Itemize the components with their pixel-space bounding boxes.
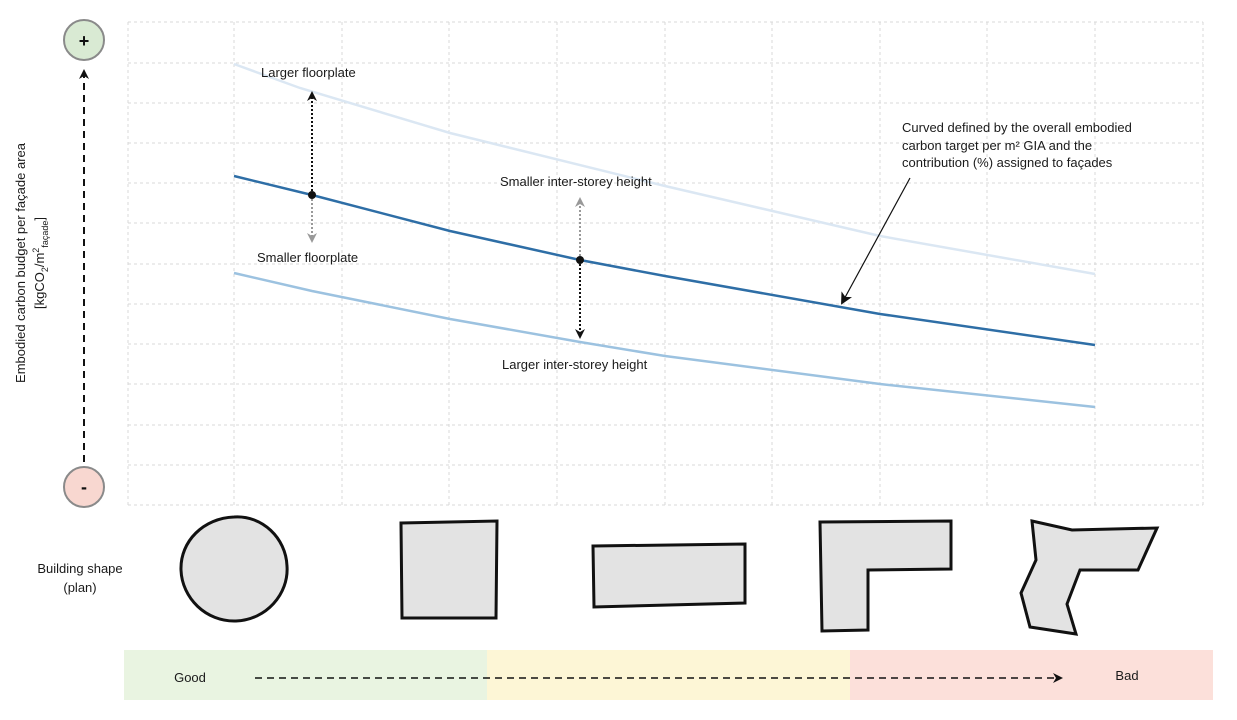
main-curve <box>233 174 1096 347</box>
good-label: Good <box>174 670 206 685</box>
building-shape-sublabel: (plan) <box>63 580 96 595</box>
curve-note-line-2: carbon target per m² GIA and the <box>902 138 1092 153</box>
angled-l-shape <box>1019 519 1160 636</box>
upper-curve <box>233 62 1096 276</box>
square-shape <box>399 519 499 620</box>
larger-inter-storey-label: Larger inter-storey height <box>502 357 648 372</box>
good-bad-scale: Good Bad <box>124 650 1213 700</box>
inter-storey-arrows <box>575 197 585 339</box>
y-axis-label-line-2: [kgCO2/m2façade] <box>31 217 50 309</box>
building-shapes <box>179 515 1160 636</box>
smaller-inter-storey-label: Smaller inter-storey height <box>500 174 652 189</box>
circle-shape <box>179 515 289 623</box>
scale-segment-mid <box>487 650 850 700</box>
lower-curve <box>233 271 1096 409</box>
l-shape <box>818 519 953 633</box>
plus-symbol: + <box>79 31 90 51</box>
floorplate-arrows <box>307 91 317 243</box>
larger-floorplate-label: Larger floorplate <box>261 65 356 80</box>
scale-segment-good <box>124 650 487 700</box>
curve-note-line-3: contribution (%) assigned to façades <box>902 155 1113 170</box>
building-shape-label: Building shape <box>37 561 122 576</box>
scale-segment-bad <box>850 650 1213 700</box>
minus-badge: - <box>63 466 105 508</box>
minus-symbol: - <box>81 477 87 497</box>
smaller-floorplate-label: Smaller floorplate <box>257 250 358 265</box>
rectangle-shape <box>591 542 747 609</box>
plus-badge: + <box>63 19 105 61</box>
y-axis-label-line-1: Embodied carbon budget per façade area <box>13 142 28 383</box>
curves <box>233 62 1096 409</box>
floorplate-point <box>308 191 316 199</box>
curve-note-line-1: Curved defined by the overall embodied <box>902 120 1132 135</box>
curve-callout-pointer <box>841 177 911 305</box>
plot-grid <box>127 21 1204 506</box>
bad-label: Bad <box>1115 668 1138 683</box>
inter-storey-point <box>576 256 584 264</box>
